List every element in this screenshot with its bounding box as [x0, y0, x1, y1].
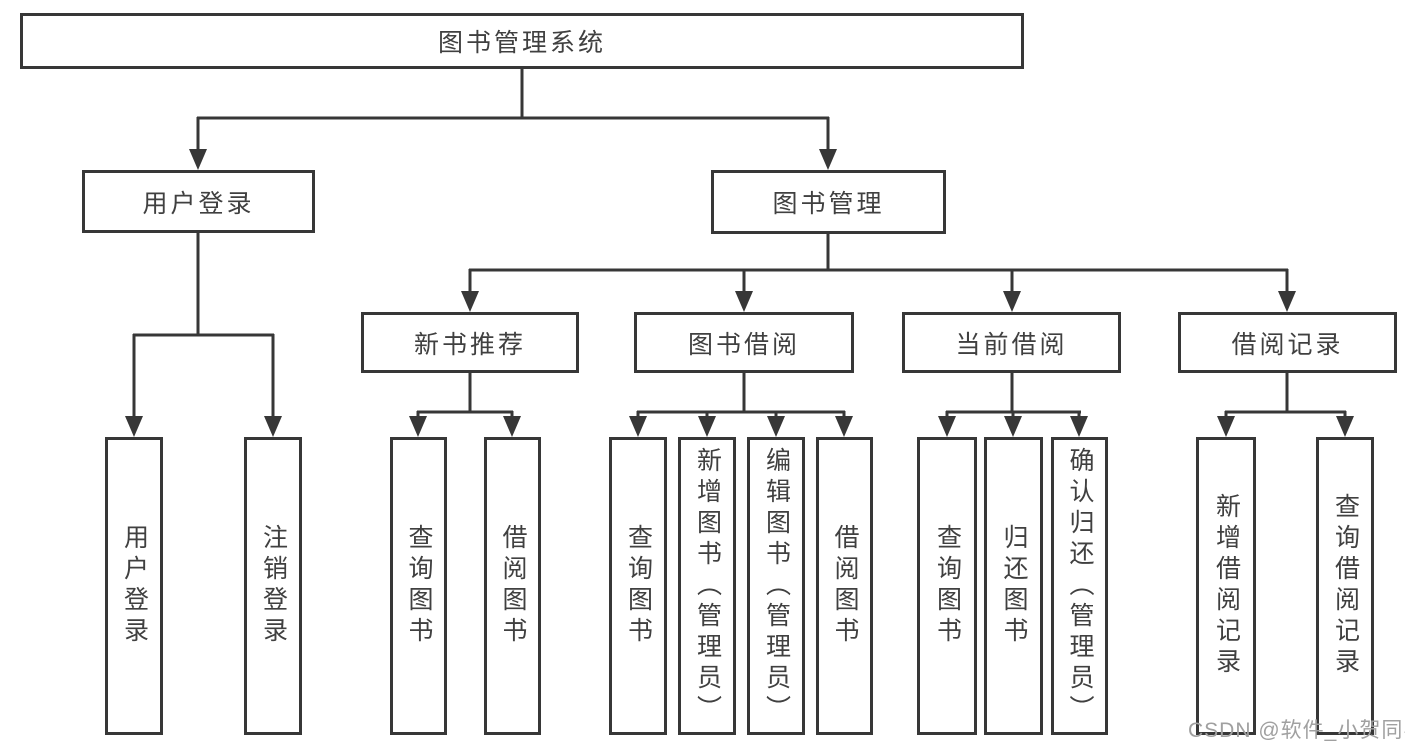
node-leaf-user-login: 用户登录 — [105, 437, 163, 735]
node-leaf-borrow-query-books: 查询图书 — [609, 437, 667, 735]
node-current-borrow-label: 当前借阅 — [955, 330, 1068, 359]
node-book-borrow-label: 图书借阅 — [687, 330, 800, 359]
node-leaf-current-query-books-label: 查询图书 — [933, 524, 962, 648]
node-borrow-records-label: 借阅记录 — [1231, 330, 1344, 359]
node-leaf-borrow-borrow-books-label: 借阅图书 — [831, 524, 859, 648]
node-library-management-system: 图书管理系统 — [20, 13, 1024, 69]
node-book-management-label: 图书管理 — [772, 190, 885, 218]
node-current-borrow: 当前借阅 — [902, 312, 1121, 373]
node-borrow-records: 借阅记录 — [1178, 312, 1397, 373]
node-leaf-records-query-record: 查询借阅记录 — [1316, 437, 1374, 735]
node-leaf-borrow-borrow-books: 借阅图书 — [816, 437, 873, 735]
node-leaf-newbook-query-books: 查询图书 — [390, 437, 447, 735]
node-leaf-current-return-books-label: 归还图书 — [1000, 524, 1028, 648]
node-leaf-user-login-label: 用户登录 — [120, 524, 149, 648]
node-leaf-borrow-add-books-admin-label: 新增图书（管理员） — [693, 446, 722, 726]
node-leaf-records-add-record-label: 新增借阅记录 — [1212, 493, 1241, 679]
node-new-book-recommend-label: 新书推荐 — [413, 330, 526, 359]
node-leaf-borrow-edit-books-admin-label: 编辑图书（管理员） — [762, 446, 791, 726]
node-leaf-newbook-borrow-books-label: 借阅图书 — [499, 524, 527, 648]
node-leaf-current-query-books: 查询图书 — [917, 437, 977, 735]
node-book-management: 图书管理 — [711, 170, 946, 234]
node-leaf-newbook-query-books-label: 查询图书 — [405, 524, 433, 648]
node-leaf-records-query-record-label: 查询借阅记录 — [1331, 493, 1360, 679]
node-leaf-logout: 注销登录 — [244, 437, 302, 735]
node-leaf-current-return-books: 归还图书 — [984, 437, 1043, 735]
node-leaf-records-add-record: 新增借阅记录 — [1196, 437, 1256, 735]
watermark: CSDN @软件_小贺同学 — [1188, 719, 1405, 742]
node-book-borrow: 图书借阅 — [634, 312, 854, 373]
node-leaf-borrow-add-books-admin: 新增图书（管理员） — [678, 437, 736, 735]
node-new-book-recommend: 新书推荐 — [361, 312, 579, 373]
node-leaf-borrow-edit-books-admin: 编辑图书（管理员） — [747, 437, 805, 735]
node-leaf-current-confirm-return-admin: 确认归还（管理员） — [1051, 437, 1108, 735]
node-user-login-label: 用户登录 — [142, 189, 255, 218]
node-leaf-borrow-query-books-label: 查询图书 — [624, 524, 653, 648]
node-library-management-system-label: 图书管理系统 — [437, 29, 606, 57]
node-leaf-logout-label: 注销登录 — [259, 524, 288, 648]
node-leaf-newbook-borrow-books: 借阅图书 — [484, 437, 541, 735]
node-leaf-current-confirm-return-admin-label: 确认归还（管理员） — [1066, 446, 1094, 726]
node-user-login: 用户登录 — [82, 170, 315, 233]
